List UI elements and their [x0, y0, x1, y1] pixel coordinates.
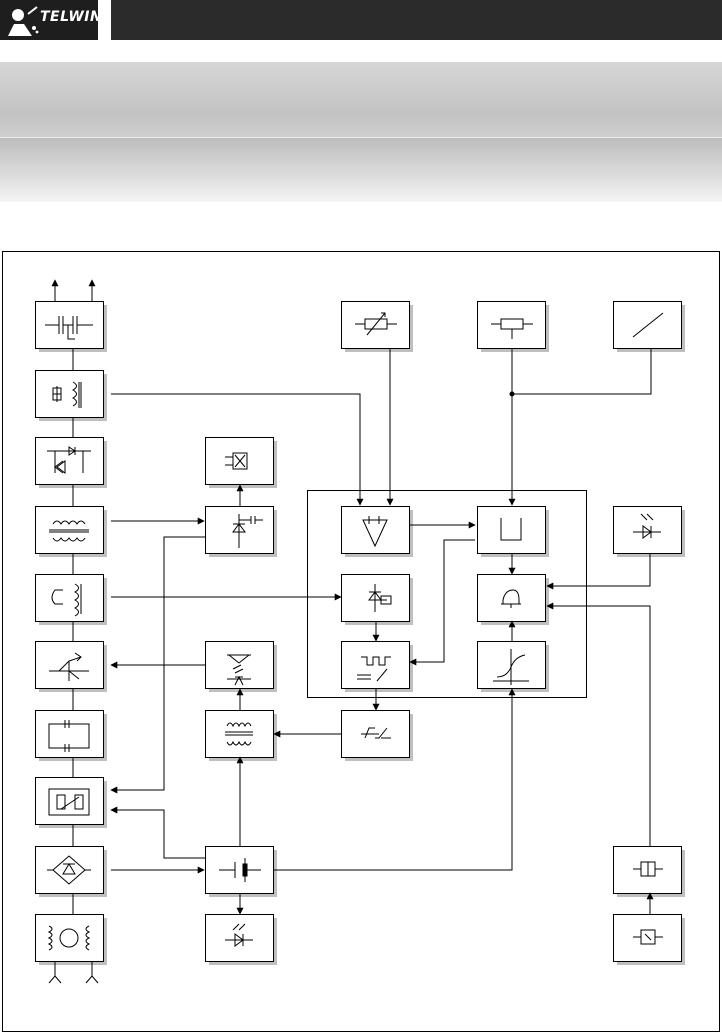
- block-v-shape: [477, 506, 549, 557]
- driver-transformer-icon: [225, 722, 253, 746]
- block-bell: [477, 574, 549, 625]
- block-curve: [477, 641, 549, 692]
- crossed-box-icon: [225, 452, 248, 470]
- switch-icon: [45, 316, 93, 340]
- optocoupler-icon: [227, 654, 251, 686]
- slash-icon: [632, 312, 664, 338]
- diagram-frame: [2, 251, 720, 1032]
- block-relay-top: [613, 846, 685, 897]
- header-bar: [111, 0, 722, 40]
- rectifier-bridge-icon: [47, 855, 91, 885]
- igbt-icon: [49, 652, 89, 681]
- led-icon: [225, 923, 253, 947]
- block-current-transformer: [35, 574, 107, 625]
- potentiometer-icon: [491, 318, 533, 339]
- pwm-icon: [357, 656, 391, 682]
- variable-resistor-icon: [355, 312, 397, 336]
- connections: [48, 279, 654, 984]
- block-igbt: [35, 641, 107, 692]
- welder-icon: [8, 6, 39, 36]
- page-header: TELWIN: [0, 0, 722, 40]
- block-potentiometer: [477, 301, 549, 352]
- block-driver-transformer: [205, 710, 277, 761]
- motor-fan-icon: [47, 925, 91, 951]
- block-crossed-box: [205, 437, 277, 488]
- relay-bottom-icon: [633, 929, 663, 945]
- amplifier-icon: [362, 516, 388, 548]
- block-capacitors: [35, 710, 107, 761]
- battery-icon: [219, 858, 261, 882]
- block-timer: [341, 710, 413, 761]
- block-led-indicator: [613, 506, 685, 557]
- block-optocoupler: [205, 641, 277, 692]
- led-indicator-icon: [633, 513, 661, 539]
- block-rectifier-bridge: [35, 846, 107, 897]
- diode-capacitor-icon: [232, 514, 263, 548]
- block-pwm: [341, 641, 413, 692]
- timer-icon: [361, 727, 391, 739]
- telwin-logo: TELWIN: [0, 0, 102, 40]
- v-shape-icon: [500, 518, 522, 541]
- block-diode-comparator: [341, 574, 413, 625]
- block-switch: [35, 301, 107, 352]
- coupled-inductor-icon: [49, 520, 89, 542]
- relay-resistor-icon: [48, 788, 90, 816]
- block-coupled-inductor: [35, 506, 107, 557]
- title-band-bottom: [0, 138, 722, 202]
- diode-comparator-icon: [368, 584, 392, 612]
- block-relay-bottom: [613, 914, 685, 965]
- block-led: [205, 914, 277, 965]
- junction-dot: [509, 391, 515, 397]
- bell-icon: [501, 589, 521, 608]
- brand-text: TELWIN: [40, 9, 103, 25]
- block-slash: [613, 301, 685, 352]
- block-diode-bridge: [35, 437, 107, 488]
- block-transformer-ferrite: [35, 370, 107, 421]
- diode-bridge-icon: [47, 446, 91, 474]
- block-motor-fan: [35, 914, 107, 965]
- capacitors-icon: [48, 720, 90, 752]
- control-frame: [307, 490, 587, 698]
- block-battery: [205, 846, 277, 897]
- block-relay-resistor: [35, 777, 107, 828]
- transformer-ferrite-icon: [52, 381, 82, 408]
- current-transformer-icon: [51, 583, 82, 617]
- title-band-top: [0, 62, 722, 137]
- curve-icon: [493, 649, 529, 685]
- block-diode-capacitor: [205, 506, 277, 557]
- relay-top-icon: [633, 861, 663, 877]
- block-variable-resistor: [341, 301, 413, 352]
- block-amplifier: [341, 506, 413, 557]
